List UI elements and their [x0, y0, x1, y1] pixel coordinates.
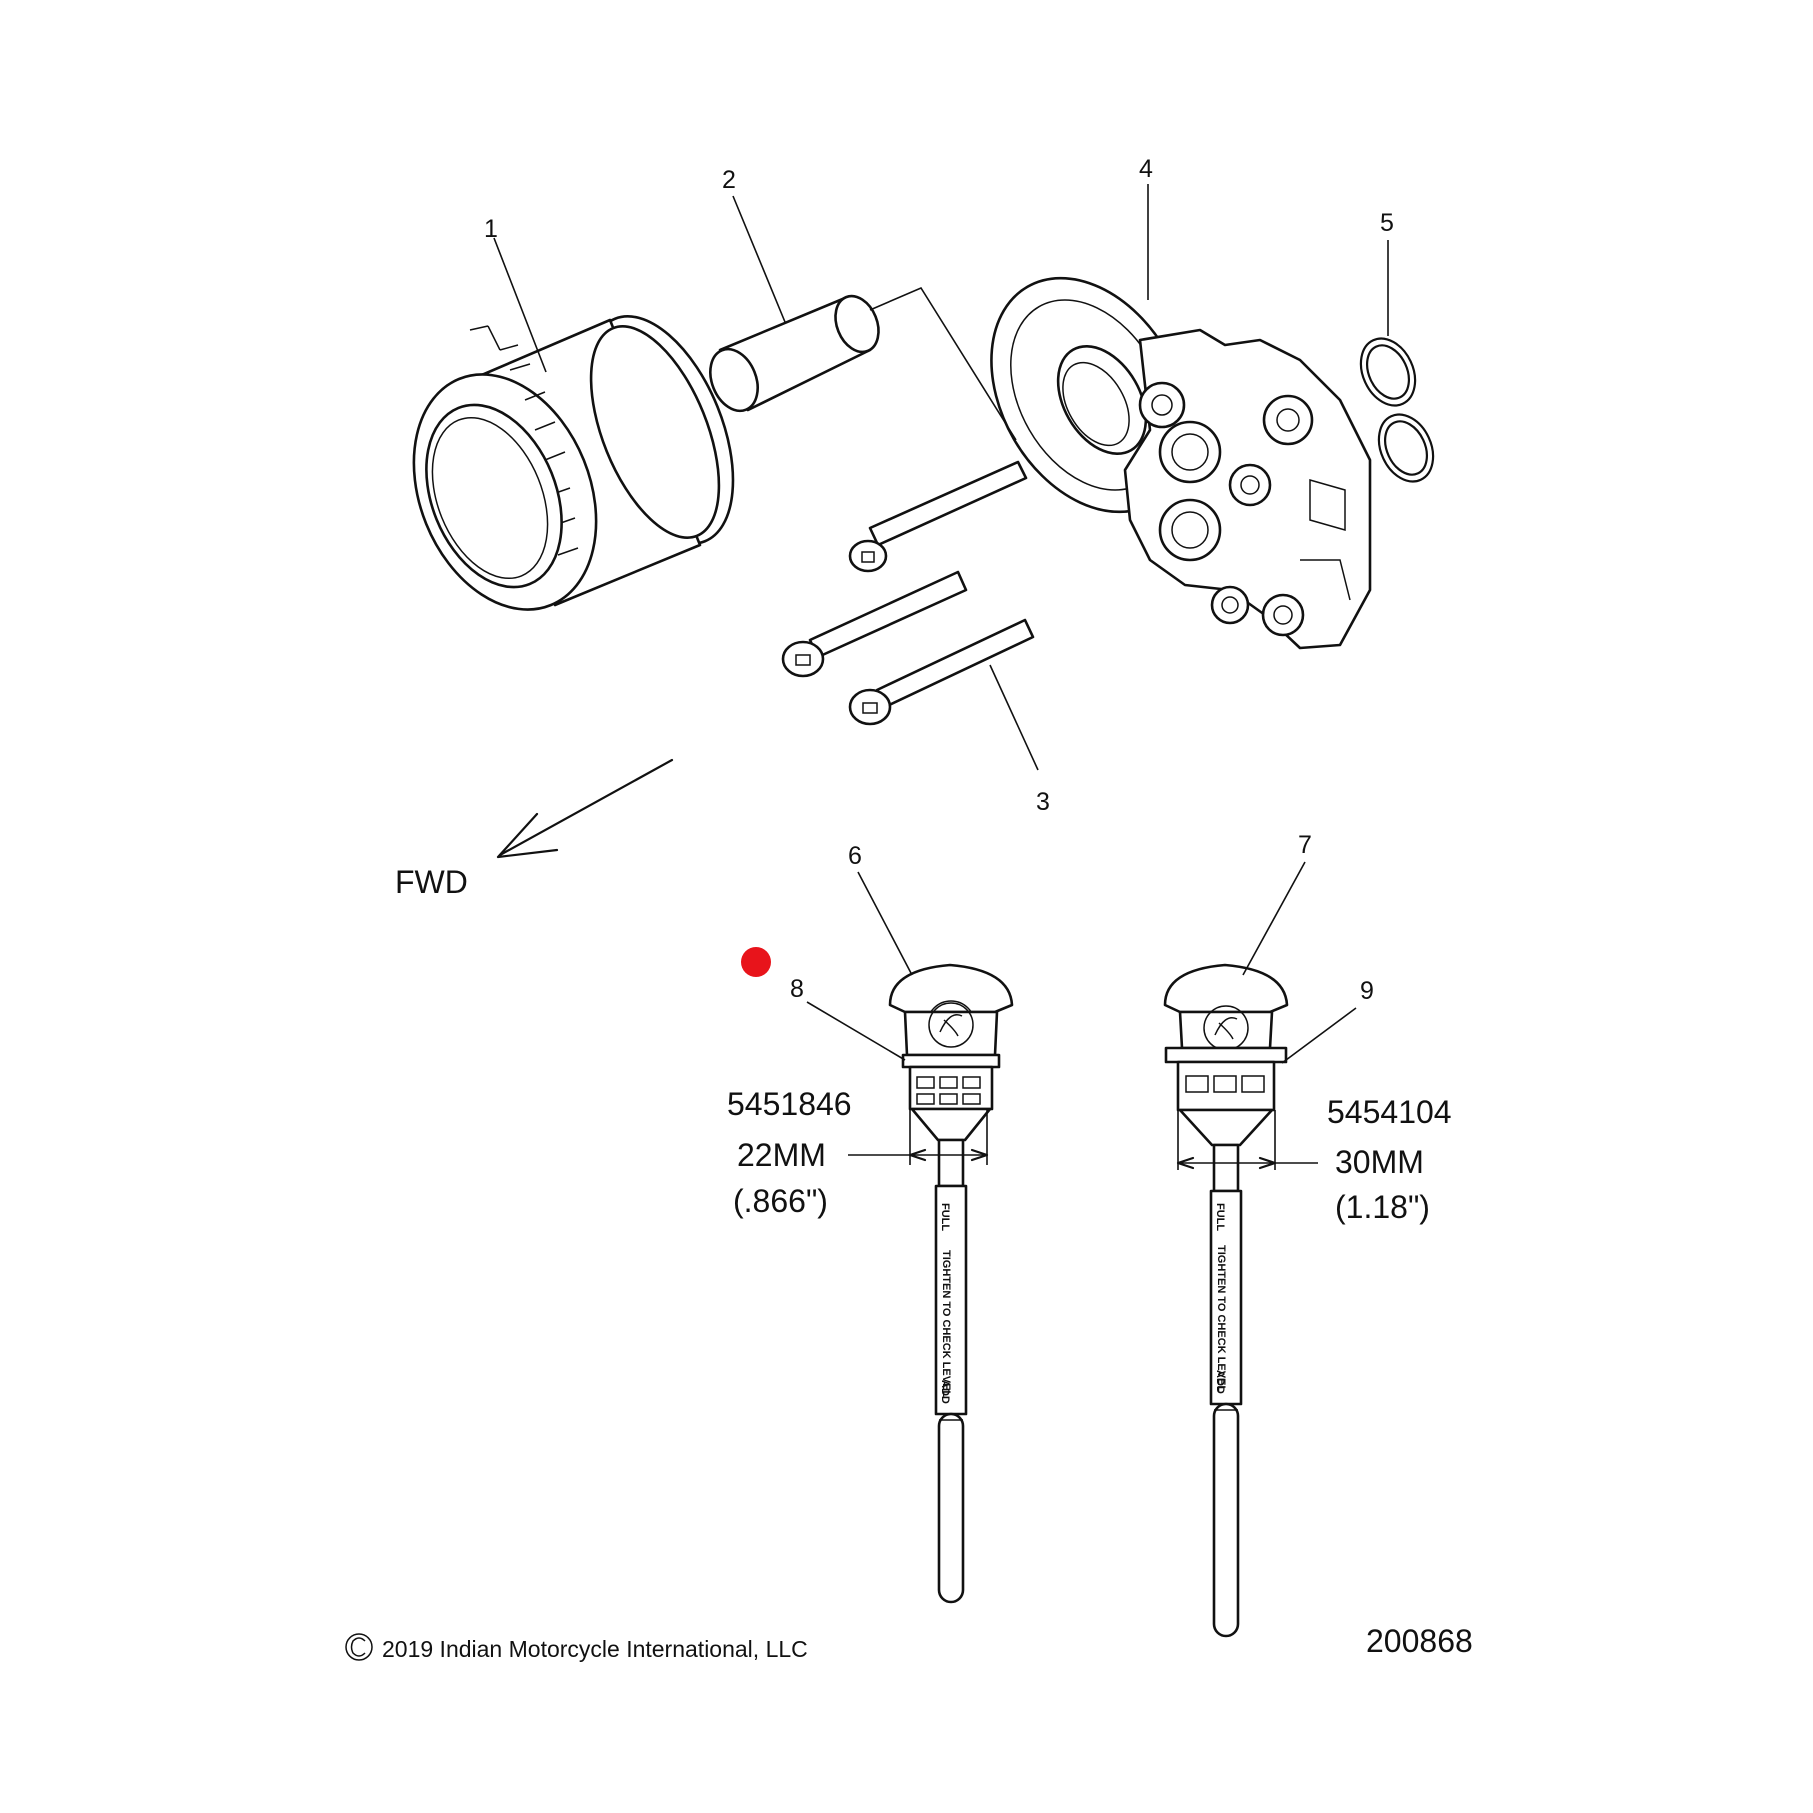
stick-add-left: ADD	[939, 1380, 951, 1404]
stick-instruction-right: TIGHTEN TO CHECK LEVEL	[1215, 1245, 1227, 1392]
dimension-left	[848, 1109, 989, 1165]
stick-instruction-left: TIGHTEN TO CHECK LEVEL	[940, 1250, 952, 1397]
callout-4: 4	[1139, 155, 1153, 183]
size-metric-left: 22MM	[737, 1137, 826, 1173]
forward-arrow-icon	[496, 758, 674, 859]
dimension-right	[1176, 1110, 1318, 1170]
bolt-upper	[848, 460, 1028, 573]
copyright-text: 2019 Indian Motorcycle International, LL…	[382, 1636, 808, 1662]
dipstick-right	[1163, 963, 1289, 1638]
stick-full-right: FULL	[1214, 1203, 1226, 1231]
size-metric-right: 30MM	[1335, 1144, 1424, 1180]
drawing-number: 200868	[1366, 1623, 1473, 1659]
part-number-left: 5451846	[727, 1086, 852, 1122]
part-number-right: 5454104	[1327, 1094, 1452, 1130]
stick-add-right: ADD	[1214, 1370, 1226, 1394]
bolts	[781, 460, 1035, 726]
callout-2: 2	[722, 166, 736, 194]
size-imperial-right: (1.18")	[1335, 1189, 1430, 1225]
callout-3: 3	[1036, 788, 1050, 816]
dipstick-left	[888, 963, 1014, 1604]
bolt-middle	[781, 570, 968, 678]
stick-full-left: FULL	[939, 1203, 951, 1231]
callout-1: 1	[484, 215, 498, 243]
callout-9: 9	[1360, 977, 1374, 1005]
callout-7: 7	[1298, 831, 1312, 859]
tube	[709, 294, 880, 413]
bolt-lower	[848, 618, 1035, 726]
pump-housing	[990, 276, 1372, 650]
leader-lines	[493, 184, 1389, 1064]
size-imperial-left: (.866")	[733, 1183, 828, 1219]
red-marker-dot	[741, 947, 771, 977]
o-rings	[1359, 337, 1435, 483]
callout-5: 5	[1380, 209, 1394, 237]
direction-label: FWD	[395, 864, 468, 900]
callout-6: 6	[848, 842, 862, 870]
oil-filter	[412, 315, 735, 611]
callout-8: 8	[790, 975, 804, 1003]
copyright-icon	[345, 1633, 373, 1661]
